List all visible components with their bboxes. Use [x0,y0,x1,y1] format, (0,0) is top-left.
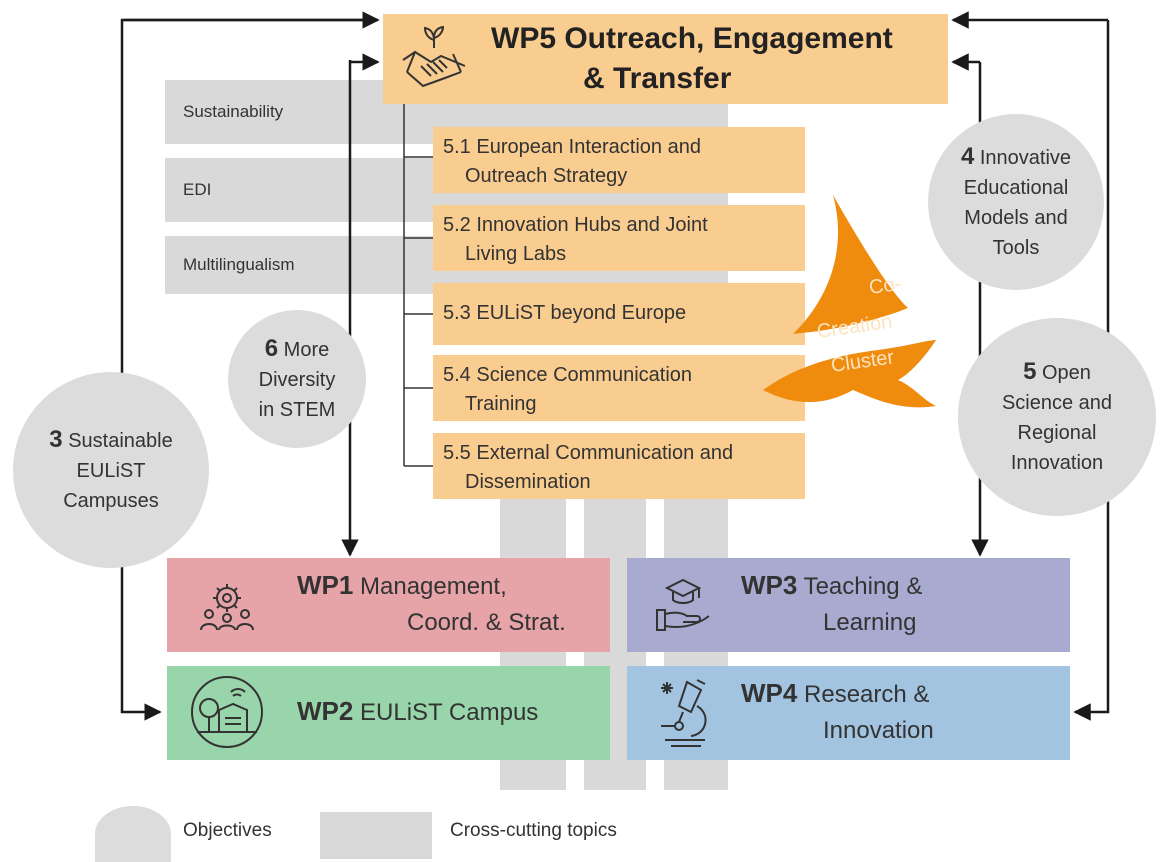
wp4-bold: WP4 [741,678,798,708]
objective-3-line1: 3 Sustainable [49,425,172,456]
wp3-bold: WP3 [741,570,798,600]
microscope-icon [657,676,713,750]
objective-text: More [278,338,330,361]
wp1-line2: Coord. & Strat. [407,609,566,636]
task-label: 5.1 European Interaction and [443,136,701,158]
objective-3: 3 Sustainable EULiST Campuses [13,372,209,568]
wp3-line2: Learning [823,609,917,636]
task-label: 5.4 Science Communication [443,364,693,386]
wp2-title: WP2 EULiST Campus [297,694,538,730]
objective-5-line1: 5 Open [1023,357,1091,388]
wp5-title-bold: WP5 [491,22,557,55]
legend-objectives-label: Objectives [183,820,272,841]
wp4-box: WP4 Research & Innovation [627,666,1070,760]
wp3-box: WP3 Teaching & Learning [627,558,1070,652]
objective-4-line3: Models and [964,206,1068,229]
wp3-line1: Teaching & [797,573,923,600]
co-creation-sail-icon: Co- Creation Cluster [763,195,936,408]
objective-text: Open [1036,361,1091,384]
wp2-bold: WP2 [297,696,354,726]
wp4-title: WP4 Research & [741,676,929,712]
task-label-line2: Outreach Strategy [465,165,628,187]
objective-4-line1: 4 Innovative [961,142,1071,173]
wp5-title-line2: & Transfer [583,62,732,95]
objective-5: 5 Open Science and Regional Innovation [958,318,1156,516]
objective-number: 4 [960,142,975,170]
objective-4-line2: Educational [963,176,1069,199]
topic-label: Sustainability [183,102,284,121]
objective-4: 4 Innovative Educational Models and Tool… [928,114,1104,290]
wp3-title: WP3 Teaching & [741,568,922,604]
topic-label: Multilingualism [183,255,295,274]
wp4-line1: Research & [797,681,930,708]
objective-5-line3: Regional [1017,421,1097,444]
objective-text: Sustainable [62,429,173,452]
objective-number: 3 [49,425,63,453]
wp1-line1: Management, [353,573,507,600]
wp2-box: WP2 EULiST Campus [167,666,610,760]
topic-label: EDI [183,180,212,199]
legend-objectives-swatch [95,806,171,862]
wp5-header: WP5 Outreach, Engagement & Transfer [383,14,948,104]
wp4-line2: Innovation [823,717,934,744]
task-5-3: 5.3 EULiST beyond Europe [433,283,805,345]
legend-crosscutting-label: Cross-cutting topics [450,820,617,841]
gear-team-icon [199,580,255,632]
wp1-title: WP1 Management, [297,568,507,604]
objective-6: 6 More Diversity in STEM [228,310,366,448]
graduation-hand-icon [653,576,713,634]
task-label: 5.2 Innovation Hubs and Joint [443,214,708,236]
objective-number: 5 [1023,357,1037,385]
objective-6-line2: Diversity [258,368,336,391]
objective-6-line3: in STEM [258,398,336,421]
wp1-box: WP1 Management, Coord. & Strat. [167,558,610,652]
objective-4-line4: Tools [992,236,1040,259]
task-label: 5.3 EULiST beyond Europe [443,302,687,324]
wp5-title: WP5 Outreach, Engagement [491,20,941,58]
objective-3-line3: Campuses [63,489,159,512]
task-label: 5.5 External Communication and [443,442,734,464]
objective-5-line2: Science and [1001,391,1113,414]
objective-6-line1: 6 More [265,334,329,365]
wp2-line1: EULiST Campus [353,699,539,726]
task-label-line2: Training [465,393,537,415]
wp5-title-rest: Outreach, Engagement [556,22,893,55]
objective-5-line4: Innovation [1010,451,1104,474]
task-label-line2: Living Labs [465,243,567,265]
handshake-plant-icon [401,25,467,92]
task-label-line2: Dissemination [465,471,591,493]
wp1-bold: WP1 [297,570,354,600]
sail-line1: Co- [868,273,903,299]
objective-3-line2: EULiST [76,459,146,482]
campus-icon [189,674,265,750]
objective-number: 6 [264,334,279,362]
objective-text: Innovative [974,146,1072,169]
legend-crosscutting-swatch [320,812,432,859]
